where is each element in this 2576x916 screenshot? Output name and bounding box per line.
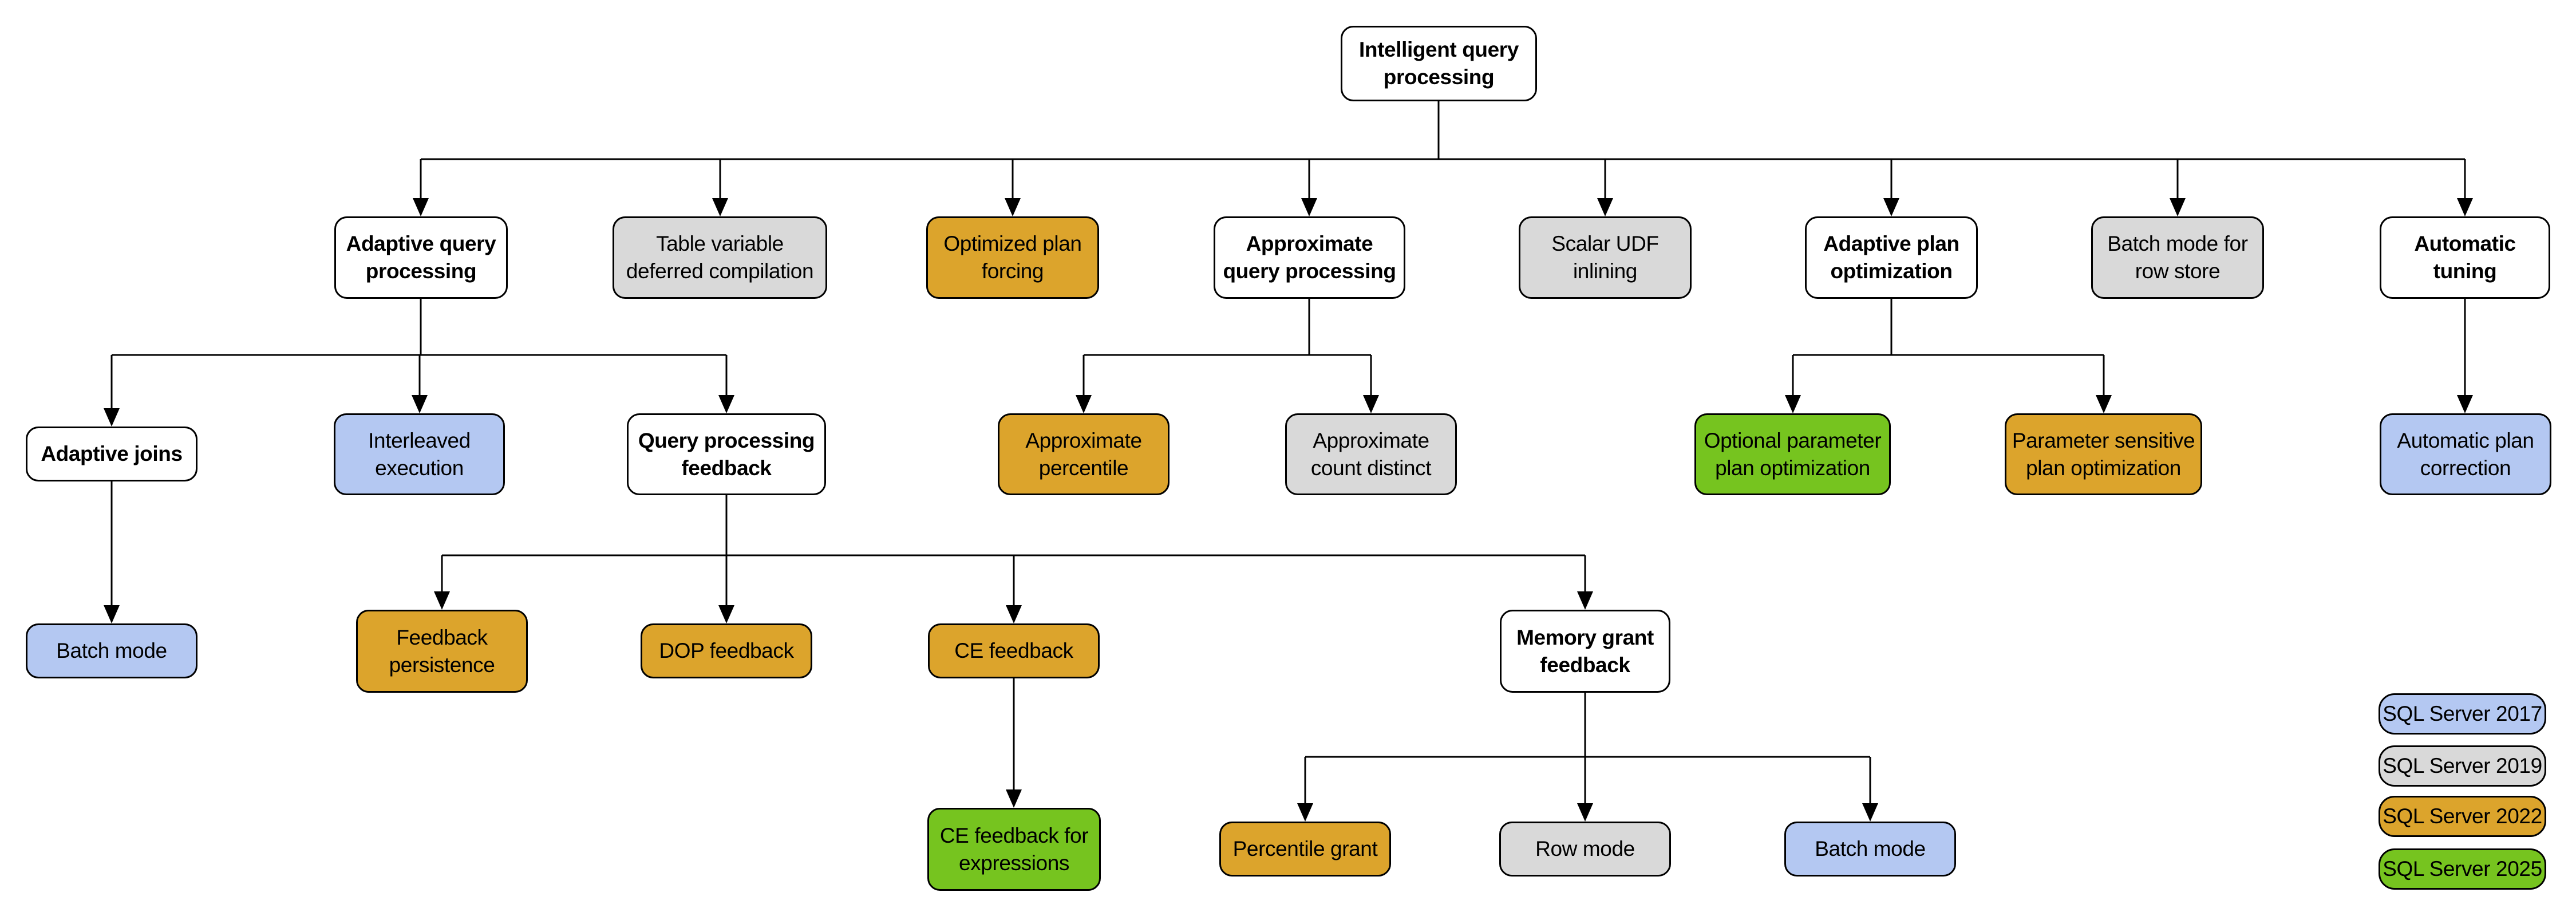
edge-memory-grant-feedback-children-drop-1-arrowhead <box>1577 803 1593 822</box>
node-row-mode: Row mode <box>1499 822 1671 876</box>
edge-root-children-drop-7-arrowhead <box>2457 198 2473 216</box>
node-table-variable-deferred-compilation: Table variable deferred compilation <box>613 216 827 299</box>
node-batch-mode-for-row-store: Batch mode for row store <box>2091 216 2264 299</box>
node-ce-feedback: CE feedback <box>928 623 1100 678</box>
legend-sql-server-2022: SQL Server 2022 <box>2379 796 2546 837</box>
node-approximate-count-distinct: Approximate count distinct <box>1285 413 1457 495</box>
node-ce-feedback-for-expressions: CE feedback for expressions <box>927 808 1101 891</box>
edge-root-children-drop-5-arrowhead <box>1883 198 1899 216</box>
node-adaptive-query-processing: Adaptive query processing <box>334 216 508 299</box>
edge-root-children-drop-3-arrowhead <box>1301 198 1317 216</box>
node-memory-grant-feedback: Memory grant feedback <box>1500 610 1670 693</box>
legend-sql-server-2017: SQL Server 2017 <box>2379 693 2546 735</box>
edge-query-processing-feedback-children-drop-0-arrowhead <box>434 591 450 610</box>
edge-approximate-query-processing-children-drop-0-arrowhead <box>1076 395 1092 413</box>
edge-root-children-drop-6-arrowhead <box>2170 198 2186 216</box>
edge-query-processing-feedback-children-drop-3-arrowhead <box>1577 591 1593 610</box>
edge-approximate-query-processing-children-drop-1-arrowhead <box>1363 395 1379 413</box>
edge-adaptive-joins-children-drop-0-arrowhead <box>104 605 120 623</box>
edge-root-children-drop-2-arrowhead <box>1005 198 1021 216</box>
edge-root-children-drop-4-arrowhead <box>1597 198 1613 216</box>
edge-adaptive-plan-optimization-children-drop-0-arrowhead <box>1785 395 1801 413</box>
edge-ce-feedback-children-drop-0-arrowhead <box>1006 789 1022 808</box>
edge-memory-grant-feedback-children-drop-0-arrowhead <box>1297 803 1313 822</box>
edge-adaptive-plan-optimization-children-drop-1-arrowhead <box>2096 395 2112 413</box>
edge-adaptive-query-processing-children-drop-2-arrowhead <box>718 395 734 413</box>
edge-query-processing-feedback-children-drop-1-arrowhead <box>718 605 734 623</box>
edge-query-processing-feedback-children-drop-2-arrowhead <box>1006 605 1022 623</box>
legend-sql-server-2025: SQL Server 2025 <box>2379 848 2546 890</box>
node-parameter-sensitive-plan-optimization: Parameter sensitive plan optimization <box>2005 413 2202 495</box>
node-dop-feedback: DOP feedback <box>641 623 812 678</box>
edge-adaptive-query-processing-children-drop-0-arrowhead <box>104 408 120 427</box>
legend-sql-server-2019: SQL Server 2019 <box>2379 745 2546 787</box>
edge-adaptive-query-processing-children-drop-1-arrowhead <box>412 395 428 413</box>
node-feedback-persistence: Feedback persistence <box>356 610 528 693</box>
node-intelligent-query-processing: Intelligent query processing <box>1341 26 1537 101</box>
node-approximate-query-processing: Approximate query processing <box>1214 216 1405 299</box>
node-approximate-percentile: Approximate percentile <box>998 413 1170 495</box>
node-query-processing-feedback: Query processing feedback <box>627 413 826 495</box>
node-batch-mode-adaptive-joins: Batch mode <box>26 623 197 678</box>
node-automatic-plan-correction: Automatic plan correction <box>2380 413 2551 495</box>
edge-root-children-drop-0-arrowhead <box>413 198 429 216</box>
edge-memory-grant-feedback-children-drop-2-arrowhead <box>1862 803 1878 822</box>
node-batch-mode-memory-grant: Batch mode <box>1784 822 1956 876</box>
node-adaptive-joins: Adaptive joins <box>26 427 197 481</box>
node-automatic-tuning: Automatic tuning <box>2380 216 2550 299</box>
node-scalar-udf-inlining: Scalar UDF inlining <box>1519 216 1692 299</box>
node-optimized-plan-forcing: Optimized plan forcing <box>926 216 1099 299</box>
node-percentile-grant: Percentile grant <box>1219 822 1391 876</box>
edge-automatic-tuning-children-drop-0-arrowhead <box>2457 395 2473 413</box>
edge-root-children-drop-1-arrowhead <box>712 198 728 216</box>
node-interleaved-execution: Interleaved execution <box>334 413 505 495</box>
node-adaptive-plan-optimization: Adaptive plan optimization <box>1805 216 1978 299</box>
node-optional-parameter-plan-optimization: Optional parameter plan optimization <box>1694 413 1891 495</box>
